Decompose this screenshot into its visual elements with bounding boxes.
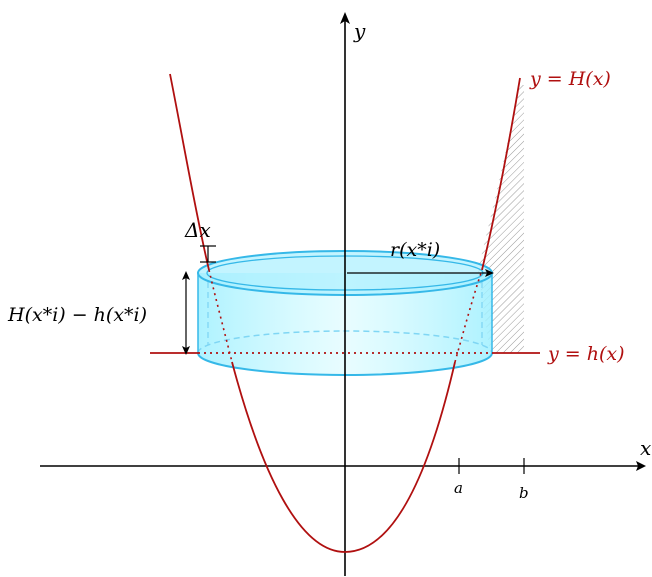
lower-curve-label: y = h(x) [547, 343, 625, 365]
height-arrowhead-top [182, 271, 190, 280]
radius-arrowhead [485, 269, 494, 277]
tick-b-label: b [519, 484, 529, 502]
upper-curve-hidden-left [208, 269, 233, 363]
upper-curve-outside-right [481, 77, 521, 271]
height-label: H(x*i) − h(x*i) [7, 304, 147, 326]
x-axis-label: x [640, 436, 651, 460]
radius-label: r(x*i) [390, 239, 440, 261]
y-axis-label: y [353, 19, 366, 43]
upper-curve-bottom [231, 361, 456, 553]
y-axis-arrowhead [340, 12, 350, 24]
height-arrowhead-bottom [182, 346, 190, 355]
tick-a-label: a [454, 479, 463, 497]
upper-curve-label: y = H(x) [529, 68, 611, 90]
x-axis-arrowhead [636, 461, 646, 471]
upper-curve-hidden-right [454, 269, 483, 363]
upper-curve-outside-left [169, 73, 210, 271]
dx-label: Δx [184, 218, 211, 242]
